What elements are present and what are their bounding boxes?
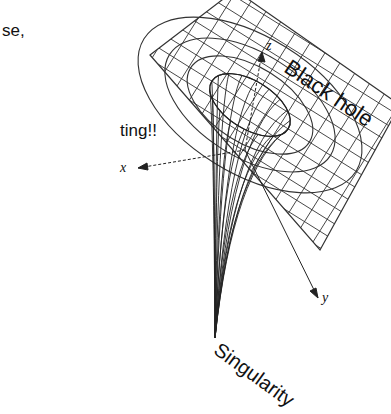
funnel-lines bbox=[199, 61, 301, 338]
funnel-line bbox=[215, 129, 288, 338]
slide-text: ting!! bbox=[120, 122, 157, 141]
axis-label: x bbox=[120, 160, 126, 175]
grid-ring bbox=[108, 0, 391, 229]
x-axis bbox=[138, 150, 245, 168]
funnel-line bbox=[212, 81, 215, 338]
x-arrowhead bbox=[138, 163, 148, 170]
y-arrowhead bbox=[310, 288, 318, 298]
grid-line bbox=[22, 0, 391, 255]
axis-label: y bbox=[322, 290, 328, 305]
z-axis bbox=[245, 52, 262, 150]
funnel-line bbox=[215, 89, 269, 338]
axes bbox=[138, 52, 318, 298]
funnel-line bbox=[215, 110, 287, 338]
axis-label: z bbox=[266, 38, 271, 53]
y-axis bbox=[245, 150, 318, 298]
funnel-line bbox=[215, 120, 290, 338]
z-arrowhead bbox=[258, 52, 265, 62]
grid-line bbox=[30, 0, 391, 243]
slide-text: se, bbox=[2, 22, 25, 41]
singularity-label: Singularity bbox=[209, 337, 301, 412]
grid-line bbox=[234, 0, 391, 402]
